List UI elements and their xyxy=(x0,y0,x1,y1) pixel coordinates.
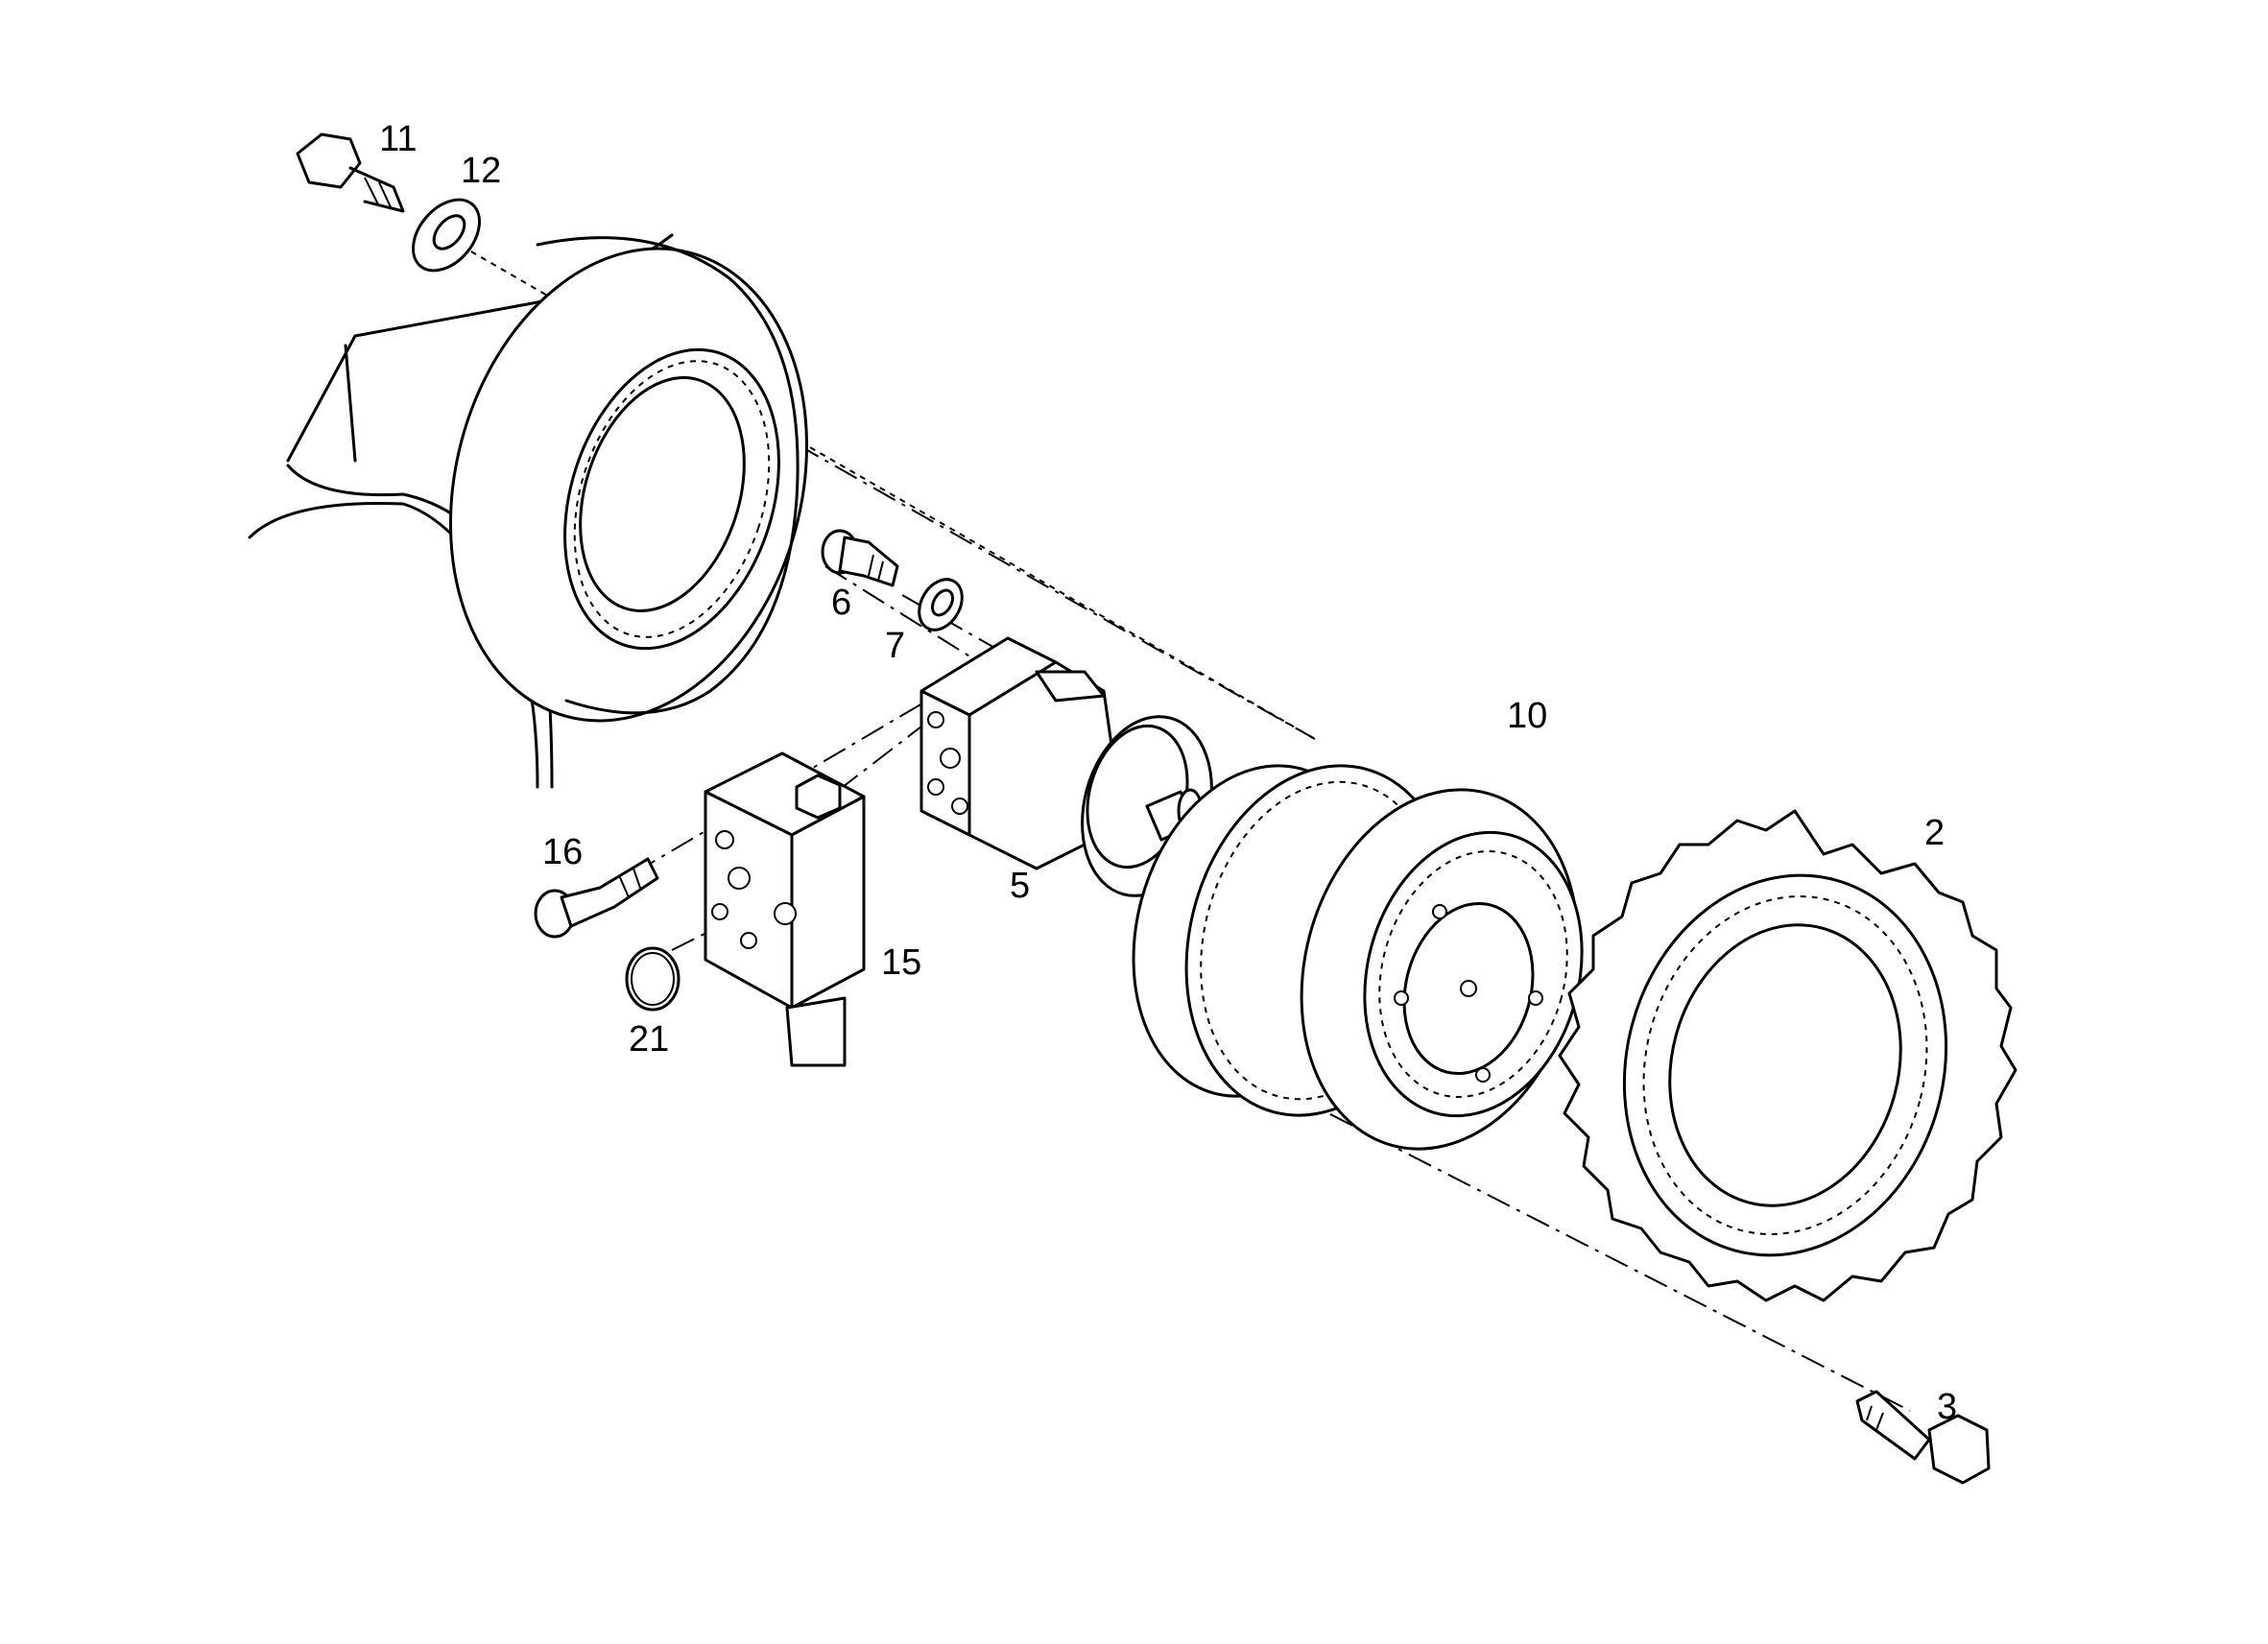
o-ring-21 xyxy=(625,946,680,1012)
sprocket-2 xyxy=(1558,809,2017,1302)
callout-labels: 11 12 6 7 10 5 2 16 15 21 3 xyxy=(379,119,1957,1427)
callout-16: 16 xyxy=(542,832,583,872)
washer-7 xyxy=(918,578,964,631)
callout-2: 2 xyxy=(1924,813,1945,853)
callout-10: 10 xyxy=(1507,696,1547,736)
track-frame xyxy=(248,233,809,789)
valve-block-15 xyxy=(704,751,866,1067)
callout-21: 21 xyxy=(629,1019,669,1060)
callout-15: 15 xyxy=(881,942,921,983)
socket-screw-6 xyxy=(821,529,899,587)
callout-11: 11 xyxy=(379,119,417,159)
hex-bolt-3 xyxy=(1855,1390,1991,1485)
callout-7: 7 xyxy=(885,626,905,666)
hex-bolt-11 xyxy=(296,132,405,213)
washer-12 xyxy=(412,198,481,273)
callout-12: 12 xyxy=(461,151,501,191)
final-drive-housing-10 xyxy=(1132,764,1584,1151)
callout-6: 6 xyxy=(831,583,851,623)
callout-5: 5 xyxy=(1010,866,1030,906)
callout-3: 3 xyxy=(1937,1387,1957,1427)
socket-head-screw-16 xyxy=(534,857,659,939)
